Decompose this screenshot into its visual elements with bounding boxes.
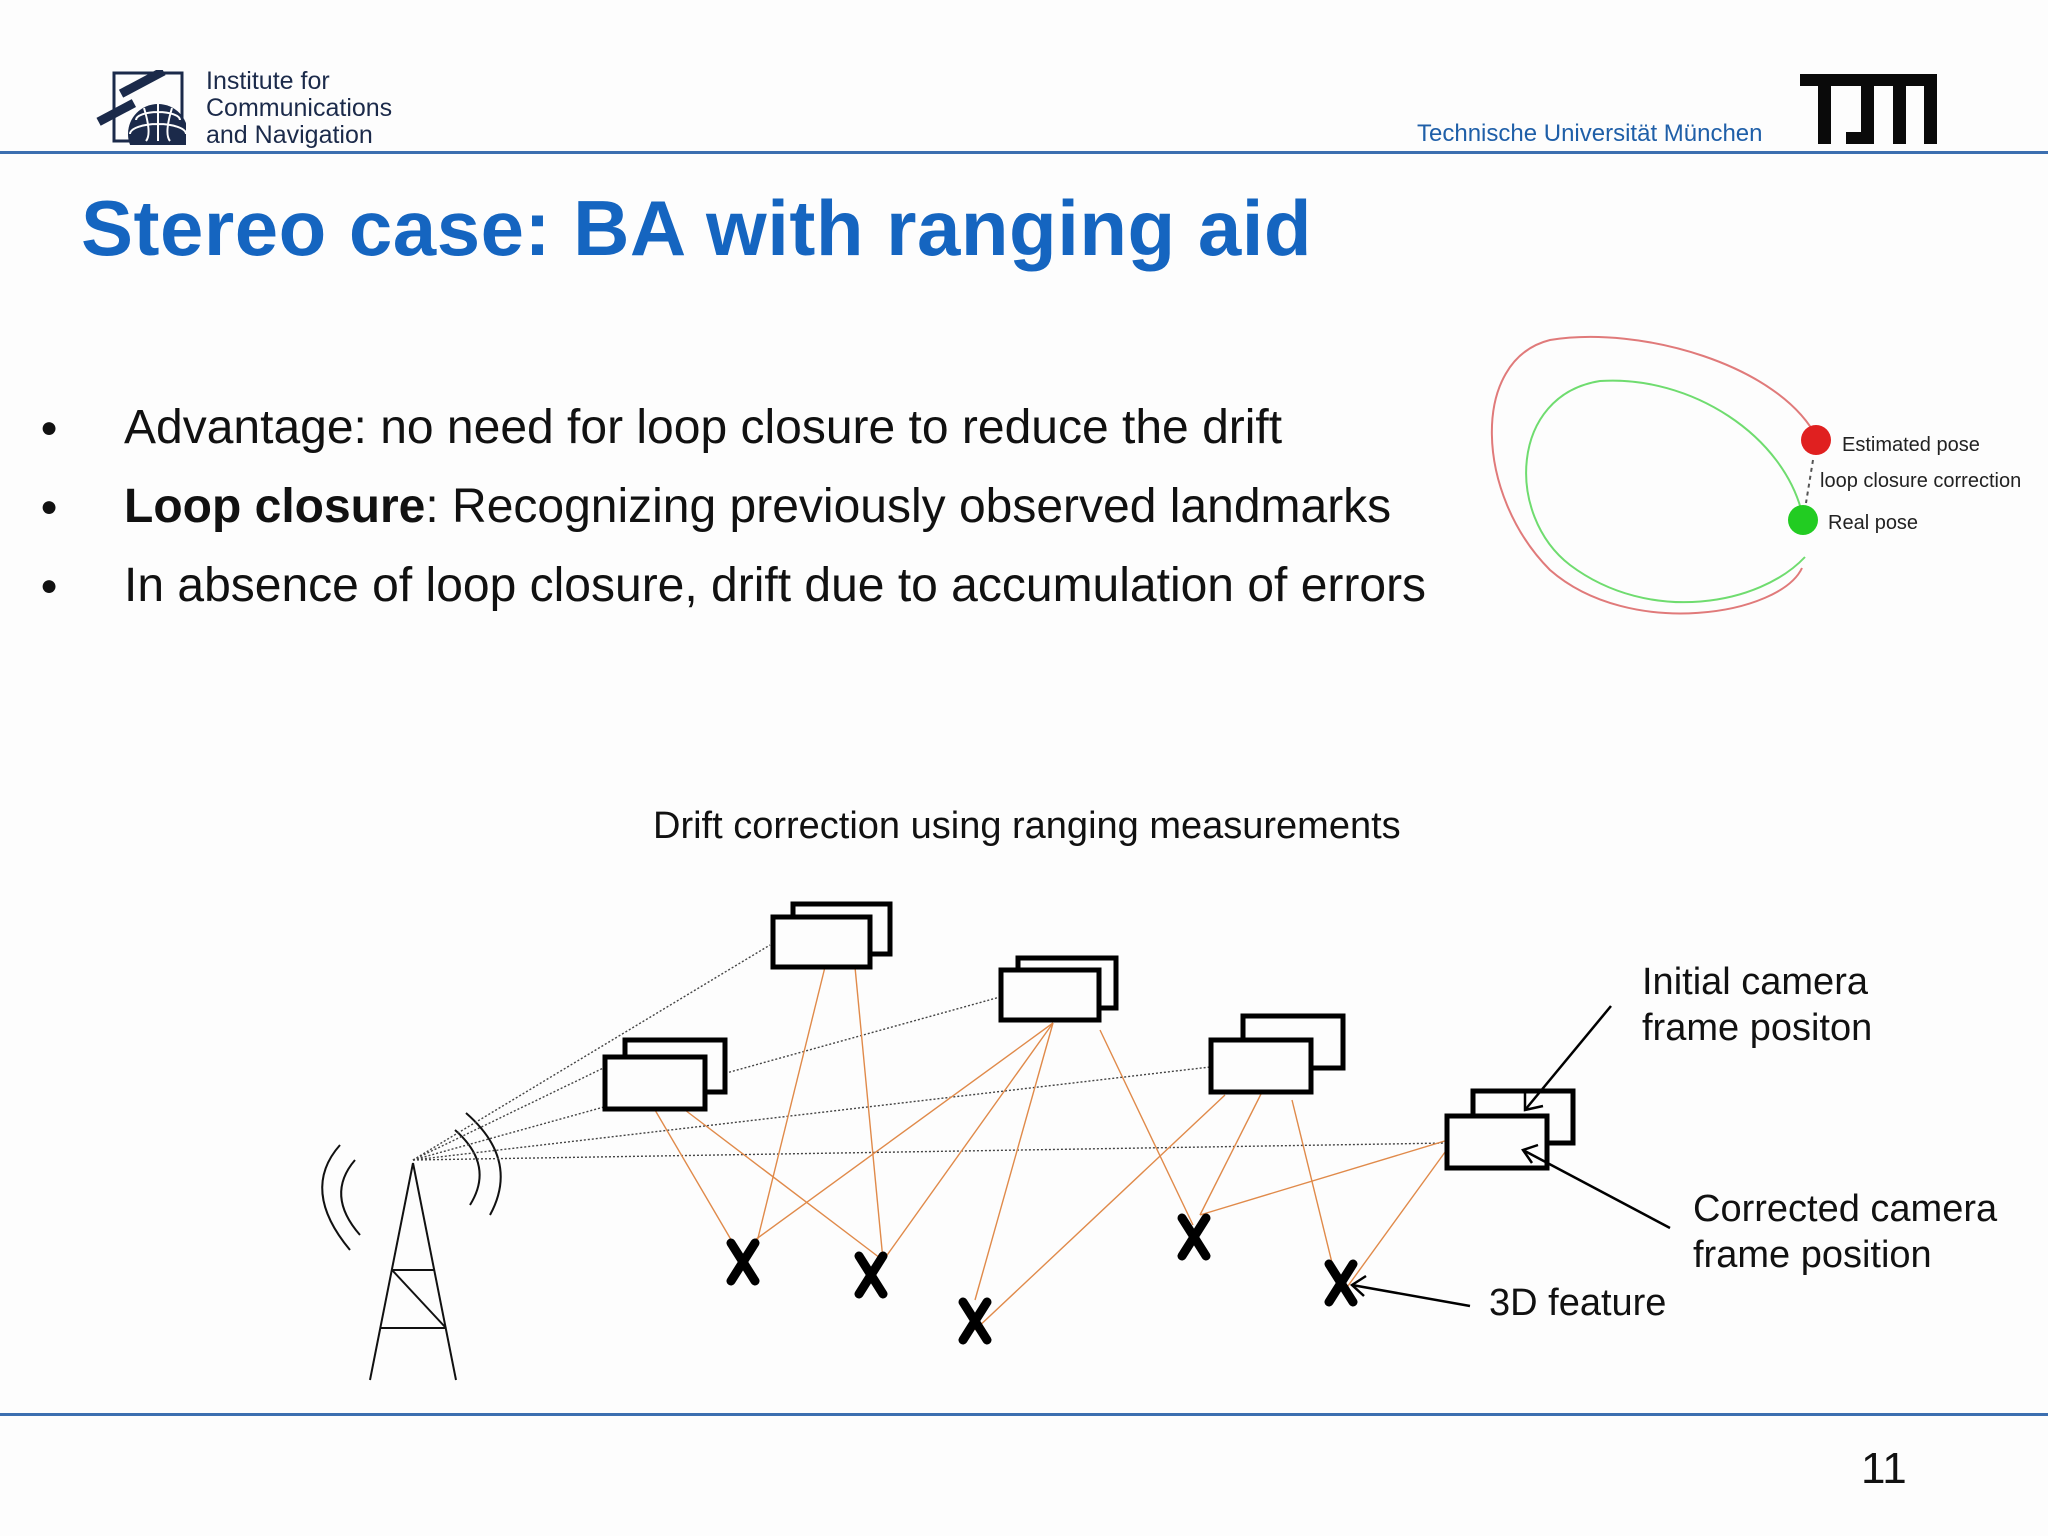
bullet-item: ● In absence of loop closure, drift due t… [40, 556, 1426, 635]
institute-line: and Navigation [206, 121, 373, 149]
callout-arrows [1349, 1005, 1671, 1308]
initial-frame-arrow [1524, 1005, 1612, 1111]
bullet-bold: Loop closure [124, 480, 426, 533]
loop-closure-figure: Estimated pose loop closure correction R… [1490, 325, 2040, 625]
real-pose-marker [1788, 505, 1818, 535]
bullet-text: In absence of loop closure, drift due to… [124, 559, 1427, 612]
header-rule [0, 151, 2048, 154]
corrected-frame-line: Corrected camera [1693, 1188, 1998, 1230]
camera-frame-corrected [1444, 1113, 1550, 1171]
institute-line: Communications [206, 94, 393, 122]
camera-frame-corrected [998, 967, 1102, 1023]
initial-frame-label: Initial camera frame positon [1642, 959, 1872, 1051]
estimated-trajectory [1490, 335, 1818, 615]
initial-frame-line: Initial camera [1642, 961, 1868, 1003]
camera-frame-corrected [602, 1054, 708, 1112]
bullet-dot-icon: ● [40, 411, 59, 444]
slide-title: Stereo case: BA with ranging aid [81, 184, 1313, 272]
estimated-pose-label: Estimated pose [1842, 434, 1980, 456]
feature-x-icon [854, 1251, 888, 1299]
feature-arrow [1351, 1283, 1471, 1308]
bullet-dot-icon: ● [40, 569, 59, 602]
loop-correction-label: loop closure correction [1820, 470, 2022, 492]
corrected-frame-line: frame position [1693, 1234, 1932, 1276]
tum-logo [1800, 74, 1937, 149]
feature-markers [726, 1213, 1358, 1345]
real-pose-label: Real pose [1828, 512, 1919, 534]
page-number: 11 [1861, 1444, 1907, 1493]
loop-trajectories [1490, 335, 1831, 615]
feature-x-icon [958, 1297, 992, 1345]
institute-line: Institute for [206, 67, 330, 95]
feature-x-icon [726, 1238, 760, 1286]
university-name: Technische Universität München [1417, 120, 1763, 147]
bullet-list: ● Advantage: no need for loop closure to … [40, 398, 1426, 635]
bullet-text: Advantage: no need for loop closure to r… [124, 401, 1283, 454]
bullet-text: : Recognizing previously observed landma… [425, 480, 1392, 533]
corrected-frame-arrow [1522, 1148, 1671, 1230]
bullet-item: ● Advantage: no need for loop closure to … [40, 398, 1426, 477]
bullet-dot-icon: ● [40, 490, 59, 523]
camera-frame-corrected [770, 914, 873, 970]
camera-frame-corrected [1208, 1037, 1314, 1095]
camera-frames [602, 901, 1576, 1171]
institute-name: Institute for Communications and Navigat… [206, 68, 392, 149]
bullet-item: ● Loop closure: Recognizing previously ob… [40, 477, 1426, 556]
tum-logo-icon [1800, 74, 1937, 144]
observation-rays [654, 966, 1449, 1331]
initial-frame-line: frame positon [1642, 1007, 1873, 1049]
corrected-frame-label: Corrected camera frame position [1693, 1186, 1997, 1278]
feature-label: 3D feature [1489, 1282, 1667, 1324]
real-trajectory [1525, 379, 1806, 604]
footer-rule [0, 1413, 2048, 1416]
feature-x-icon [1324, 1259, 1358, 1307]
estimated-pose-marker [1801, 425, 1831, 455]
feature-x-icon [1177, 1213, 1211, 1261]
antenna-tower-icon [321, 1112, 502, 1381]
diagram-title: Drift correction using ranging measureme… [653, 805, 1401, 847]
